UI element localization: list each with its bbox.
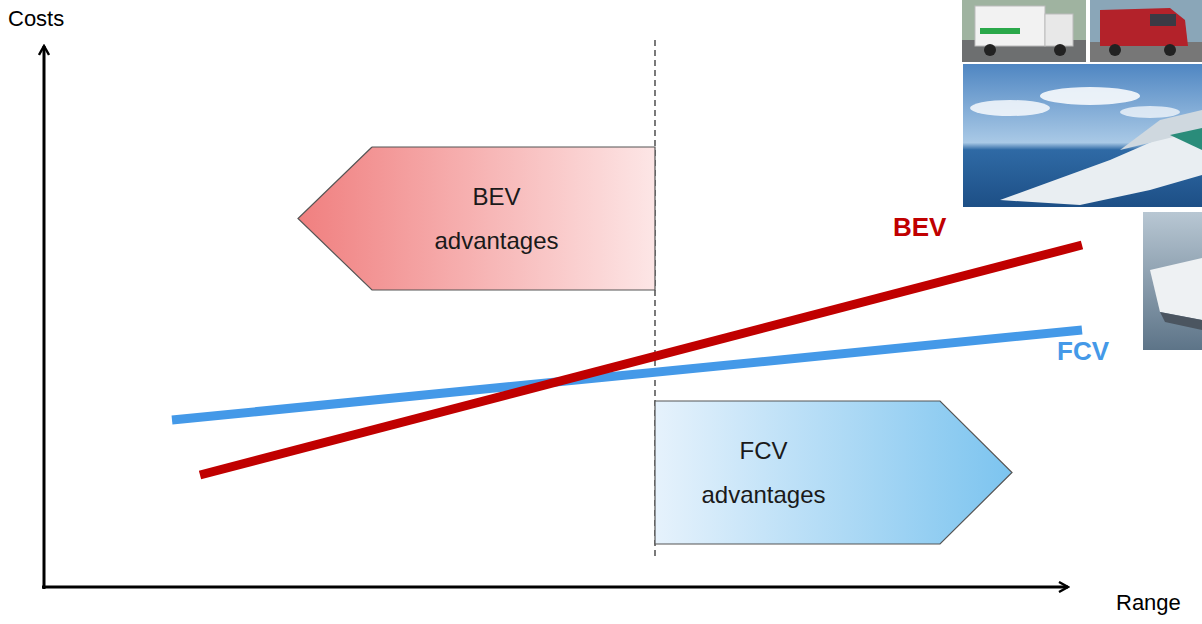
series-label: FCV [1057, 337, 1109, 367]
y-axis [43, 46, 46, 589]
x-axis [42, 586, 1068, 589]
truck-photo [962, 0, 1086, 62]
axis-title: Costs [8, 6, 64, 31]
arrow-shape [655, 401, 1012, 544]
advantage-arrow: FCV advantages [655, 401, 1012, 544]
arrow-outline [655, 401, 1012, 544]
advantage-arrow: BEV advantages [298, 147, 655, 290]
axis-title: Range [1116, 590, 1181, 615]
ship-photo [1143, 212, 1202, 350]
aircraft-photo [963, 64, 1202, 207]
arrow-text: FCV advantages [689, 429, 839, 517]
series-label: BEV [893, 213, 946, 243]
arrow-text: BEV advantages [422, 175, 572, 263]
arrow-outline [298, 147, 655, 290]
truck-photo [1090, 0, 1202, 62]
arrow-shape [298, 147, 655, 290]
